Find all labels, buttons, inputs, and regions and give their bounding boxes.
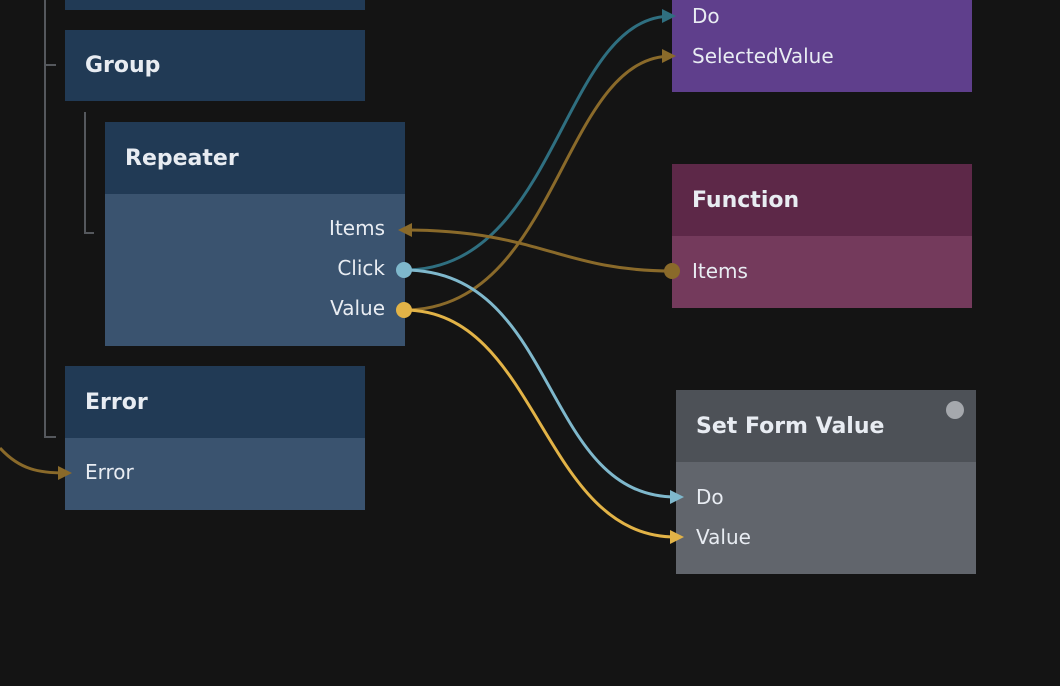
error-node-title: Error bbox=[65, 366, 365, 438]
set-form-value-body: Do Value bbox=[676, 462, 976, 574]
node-partial-top[interactable] bbox=[65, 0, 365, 10]
tree-line-vertical bbox=[44, 0, 46, 438]
status-dot-icon[interactable] bbox=[946, 401, 964, 419]
tree-connector-error bbox=[44, 436, 56, 438]
repeater-node[interactable]: Repeater Items Click Value bbox=[105, 122, 405, 346]
wire-value-to-selectedvalue bbox=[403, 54, 673, 312]
arrow-do-icon bbox=[662, 9, 676, 23]
port-do-label[interactable]: Do bbox=[692, 4, 720, 28]
group-node[interactable]: Group bbox=[65, 30, 365, 101]
wire-click-to-do bbox=[403, 14, 673, 272]
port-items-label[interactable]: Items bbox=[329, 216, 385, 240]
set-form-value-title: Set Form Value bbox=[676, 390, 976, 462]
tree-connector-group bbox=[44, 64, 56, 66]
port-function-items-dot-icon bbox=[664, 263, 680, 279]
port-error-label[interactable]: Error bbox=[85, 460, 134, 484]
wire-into-error bbox=[0, 446, 66, 475]
error-node-body: Error bbox=[65, 438, 365, 510]
arrow-repeater-items-icon bbox=[398, 223, 412, 237]
group-node-title: Group bbox=[85, 53, 161, 78]
repeater-node-title: Repeater bbox=[105, 122, 405, 194]
function-node[interactable]: Function Items bbox=[672, 164, 972, 308]
port-click-label[interactable]: Click bbox=[337, 256, 385, 280]
set-form-value-node[interactable]: Set Form Value Do Value bbox=[676, 390, 976, 574]
arrow-sfv-value-icon bbox=[670, 530, 684, 544]
arrow-error-icon bbox=[58, 466, 72, 480]
tree-connector-repeater bbox=[84, 232, 94, 234]
function-node-title: Function bbox=[672, 164, 972, 236]
port-click-dot-icon bbox=[396, 262, 412, 278]
tree-line-group-child bbox=[84, 112, 86, 234]
wire-click-to-sfv-do bbox=[403, 268, 677, 499]
arrow-sfv-do-icon bbox=[670, 490, 684, 504]
port-value-label[interactable]: Value bbox=[330, 296, 385, 320]
wire-items-to-repeater bbox=[403, 228, 673, 273]
repeater-node-body: Items Click Value bbox=[105, 194, 405, 346]
port-value-dot-icon bbox=[396, 302, 412, 318]
port-selectedvalue-label[interactable]: SelectedValue bbox=[692, 44, 834, 68]
port-sfv-do-label[interactable]: Do bbox=[696, 485, 724, 509]
arrow-selectedvalue-icon bbox=[662, 49, 676, 63]
error-node[interactable]: Error Error bbox=[65, 366, 365, 510]
wire-value-to-sfv-value bbox=[403, 308, 677, 539]
purple-node[interactable]: Do SelectedValue bbox=[672, 0, 972, 92]
port-sfv-value-label[interactable]: Value bbox=[696, 525, 751, 549]
function-node-body: Items bbox=[672, 236, 972, 308]
port-function-items-label[interactable]: Items bbox=[692, 259, 748, 283]
